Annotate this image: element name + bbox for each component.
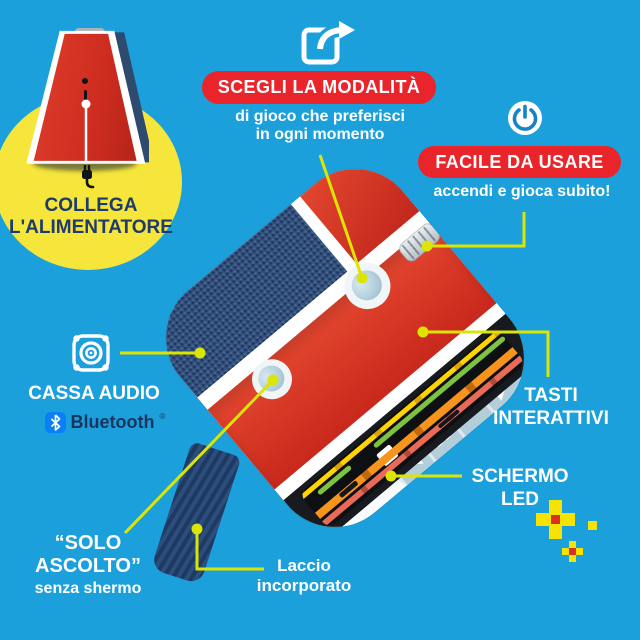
tasti-label: TASTI INTERATTIVI xyxy=(471,384,631,430)
modalita-sub-line1: di gioco che preferisci xyxy=(235,108,405,125)
speaker-icon xyxy=(72,334,110,372)
solo-ascolto-label: “SOLO ASCOLTO” senza shermo xyxy=(8,532,168,600)
pixel-plus-large xyxy=(536,500,575,539)
solo-sub: senza shermo xyxy=(34,580,142,597)
solo-line2: ASCOLTO” xyxy=(35,555,141,577)
power-plug-icon xyxy=(82,165,95,189)
schermo-line2: LED xyxy=(501,489,539,510)
schermo-line1: SCHERMO xyxy=(471,466,569,487)
modalita-badge: SCEGLI LA MODALITÀ xyxy=(202,71,436,104)
modalita-subtitle: di gioco che preferisci in ogni momento xyxy=(220,108,420,144)
device-rear-view-photo xyxy=(25,28,149,174)
solo-line1: “SOLO xyxy=(54,532,122,554)
collega-label: COLLEGA L'ALIMENTATORE xyxy=(0,195,182,239)
share-mode-icon xyxy=(301,21,355,65)
power-port-slot xyxy=(84,90,87,101)
bluetooth-label: Bluetooth xyxy=(70,412,155,432)
schermo-label: SCHERMO LED xyxy=(440,465,600,511)
bluetooth-row: Bluetooth ® xyxy=(40,412,170,433)
facile-badge: FACILE DA USARE xyxy=(418,146,621,178)
collega-line2: L'ALIMENTATORE xyxy=(9,217,173,238)
power-icon xyxy=(508,101,542,135)
product-device xyxy=(140,143,550,553)
laccio-line2: incorporato xyxy=(256,576,352,595)
bluetooth-icon xyxy=(44,412,66,433)
facile-subtitle: accendi e gioca subito! xyxy=(433,183,611,200)
tasti-line1: TASTI xyxy=(524,385,578,406)
cassa-audio-label: CASSA AUDIO xyxy=(28,383,160,404)
laccio-line1: Laccio xyxy=(277,556,331,575)
facile-badge-text: FACILE DA USARE xyxy=(435,151,604,172)
modalita-badge-text: SCEGLI LA MODALITÀ xyxy=(217,77,421,97)
pixel-square xyxy=(588,521,597,530)
modalita-sub-line2: in ogni momento xyxy=(255,126,385,143)
collega-line1: COLLEGA xyxy=(44,195,138,216)
tasti-line2: INTERATTIVI xyxy=(493,408,609,429)
pixel-plus-small xyxy=(562,541,583,562)
laccio-label: Laccio incorporato xyxy=(234,556,374,596)
power-port-hole xyxy=(82,78,88,84)
registered-mark: ® xyxy=(159,412,166,421)
